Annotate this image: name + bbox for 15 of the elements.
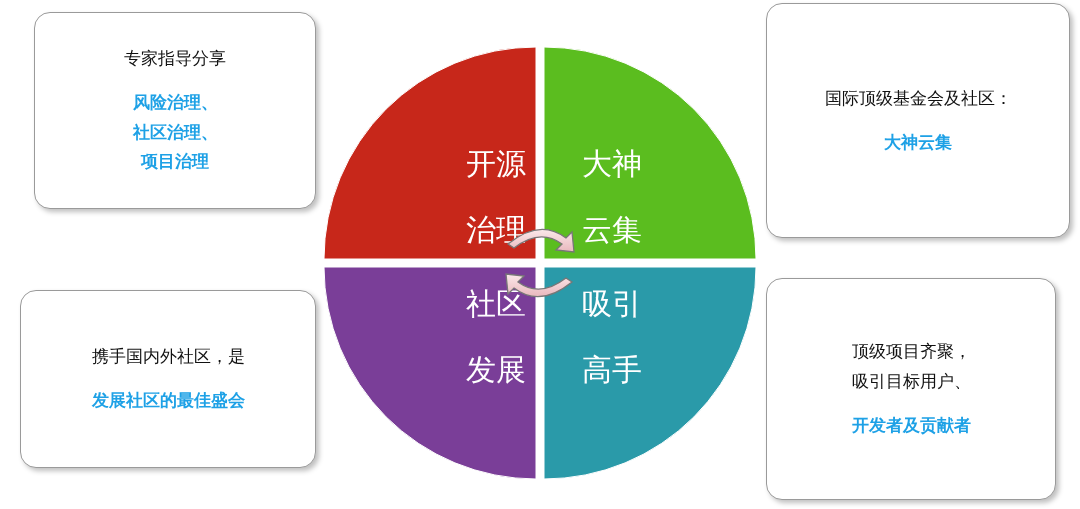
highlight-text: 开发者及贡献者 bbox=[851, 413, 971, 437]
callout-card bbox=[20, 290, 316, 468]
body-text: 专家指导分享 bbox=[124, 47, 226, 70]
highlight-text: 发展社区的最佳盛会 bbox=[91, 389, 245, 412]
callout-card bbox=[766, 3, 1070, 238]
body-text: 国际顶级基金会及社区： bbox=[824, 86, 1012, 110]
callout-card bbox=[34, 12, 316, 209]
quadrant-label: 社区发展 bbox=[464, 285, 527, 389]
body-text: 携手国内外社区，是 bbox=[91, 345, 245, 369]
quadrant-label: 大神云集 bbox=[580, 145, 643, 249]
quadrant-label: 吸引高手 bbox=[580, 285, 643, 389]
highlight-text: 大神云集 bbox=[884, 130, 952, 154]
callout-card bbox=[766, 278, 1056, 500]
highlight-text: 风险治理、社区治理、项目治理 bbox=[131, 90, 219, 174]
body-text: 顶级项目齐聚，吸引目标用户、 bbox=[850, 340, 972, 394]
